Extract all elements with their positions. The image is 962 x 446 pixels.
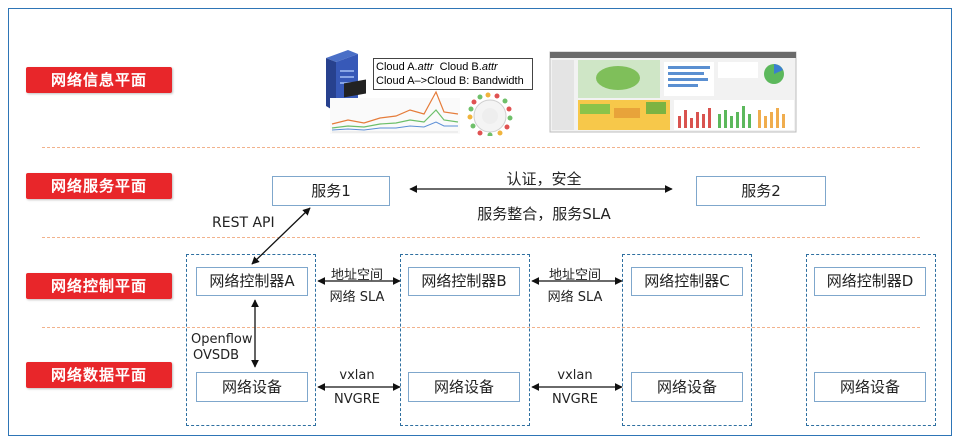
control-link-ab-bottom: 网络 SLA — [329, 290, 385, 305]
southbound-label-bottom: OVSDB — [193, 348, 240, 363]
plane-label-info: 网络信息平面 — [26, 67, 172, 93]
data-link-ab-top: vxlan — [339, 368, 375, 383]
southbound-label-top: Openflow — [191, 332, 253, 347]
domain-group-a — [186, 254, 316, 426]
info-plane-illustration — [326, 50, 797, 136]
plane-label-control: 网络控制平面 — [26, 273, 172, 299]
cloud-bandwidth-line: Cloud A–>Cloud B: Bandwidth — [376, 75, 524, 87]
diagram-frame — [8, 8, 952, 436]
device-d-box: 网络设备 — [814, 372, 926, 402]
data-link-ab-bottom: NVGRE — [334, 392, 380, 407]
controller-b-box: 网络控制器B — [408, 267, 520, 296]
data-link-bc-bottom: NVGRE — [552, 392, 598, 407]
device-a-box: 网络设备 — [196, 372, 308, 402]
device-c-box: 网络设备 — [631, 372, 743, 402]
controller-d-box: 网络控制器D — [814, 267, 926, 296]
domain-group-d — [806, 254, 936, 426]
controller-c-box: 网络控制器C — [631, 267, 743, 296]
domain-group-b — [400, 254, 530, 426]
service-1-box: 服务1 — [272, 176, 390, 206]
dashboard-thumbnail — [549, 51, 797, 133]
control-link-bc-bottom: 网络 SLA — [547, 290, 603, 305]
plane-label-data: 网络数据平面 — [26, 362, 172, 388]
controller-a-box: 网络控制器A — [196, 267, 308, 296]
line-chart-thumbnail — [330, 90, 460, 134]
device-b-box: 网络设备 — [408, 372, 520, 402]
service-2-box: 服务2 — [696, 176, 826, 206]
separator-control-data — [42, 327, 920, 328]
plane-label-service: 网络服务平面 — [26, 173, 172, 199]
cloud-attr-line: Cloud A.attr Cloud B.attr — [376, 61, 498, 73]
domain-group-c — [622, 254, 752, 426]
separator-info-service — [42, 147, 920, 148]
cloud-attribute-label: Cloud A.attr Cloud B.attr Cloud A–>Cloud… — [373, 58, 533, 90]
separator-service-control — [42, 237, 920, 238]
rest-api-arrow — [251, 207, 311, 265]
data-link-bc-top: vxlan — [557, 368, 593, 383]
service-link-label-top: 认证，安全 — [506, 170, 582, 188]
service-link-label-bottom: 服务整合，服务SLA — [477, 205, 611, 223]
ring-graph-thumbnail — [467, 92, 513, 136]
